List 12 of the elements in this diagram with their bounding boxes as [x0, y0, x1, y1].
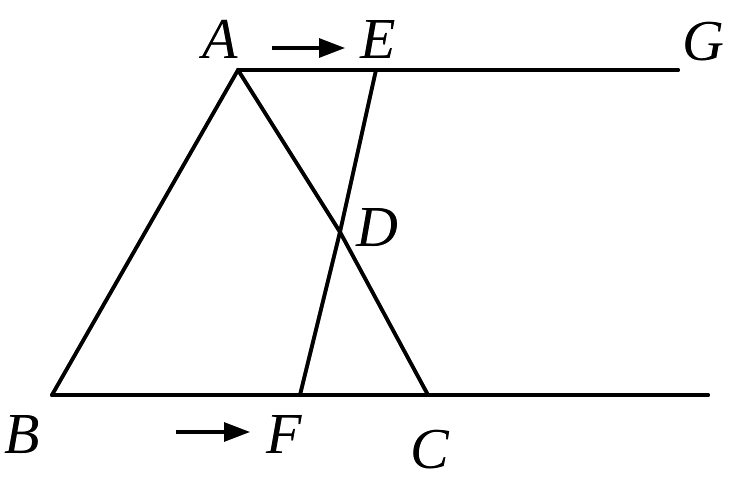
point-label: B: [4, 405, 40, 463]
line-segment: [374, 68, 680, 72]
point-label: G: [682, 12, 724, 70]
point-label: F: [266, 405, 302, 463]
point-label: E: [360, 10, 396, 68]
line-segment: [236, 68, 378, 72]
point-label: D: [356, 198, 398, 256]
line-segment: [298, 393, 430, 397]
line-segment: [426, 393, 710, 397]
point-label: C: [410, 420, 449, 478]
line-segment: [236, 68, 342, 234]
line-segment: [50, 393, 302, 397]
